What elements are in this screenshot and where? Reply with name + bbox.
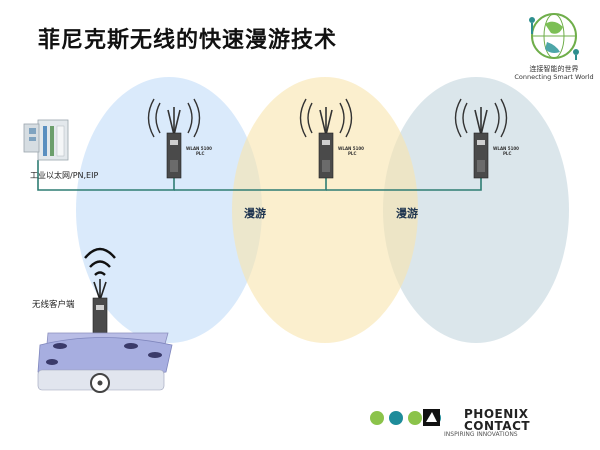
- access-point-1: [147, 98, 201, 179]
- logo-name-en: Connecting Smart World: [514, 73, 594, 81]
- brand-wordmark: PHOENIX CONTACT: [444, 408, 530, 432]
- ap-label-3-model: WLAN 5100: [493, 146, 519, 151]
- ap-label-3: WLAN 5100 PLC: [493, 146, 519, 156]
- coverage-zone-3: [383, 77, 569, 343]
- globe-people-icon: [529, 13, 579, 60]
- ap-label-2-sub: PLC: [348, 151, 357, 156]
- ap-label-2: WLAN 5100 PLC: [338, 146, 364, 156]
- access-point-3: [454, 98, 508, 179]
- roaming-label-2: 漫游: [396, 207, 418, 220]
- ap-label-1-model: WLAN 5100: [186, 146, 212, 151]
- brand-wordmark-bottom: CONTACT: [464, 419, 531, 433]
- phoenix-contact-logo-icon: [423, 409, 440, 426]
- wireless-client-vehicle: [37, 247, 173, 393]
- roaming-label-1: 漫游: [244, 207, 266, 220]
- brand-tagline: INSPIRING INNOVATIONS: [444, 431, 518, 438]
- plc-controller: [23, 119, 69, 161]
- coverage-zone-1: [76, 77, 262, 343]
- brand-wordmark-top: PHOENIX: [464, 407, 529, 421]
- ap-label-1: WLAN 5100 PLC: [186, 146, 212, 156]
- access-point-2: [299, 98, 353, 179]
- ap-label-2-model: WLAN 5100: [338, 146, 364, 151]
- page-title: 菲尼克斯无线的快速漫游技术: [38, 28, 338, 53]
- ap-label-1-sub: PLC: [196, 151, 205, 156]
- ethernet-lines: [37, 160, 482, 191]
- network-label: 工业以太网/PN,EIP: [30, 171, 99, 180]
- ap-label-3-sub: PLC: [503, 151, 512, 156]
- coverage-zone-2: [232, 77, 418, 343]
- client-label: 无线客户端: [32, 300, 75, 310]
- logo-name-cn: 连接智能的世界: [529, 65, 579, 73]
